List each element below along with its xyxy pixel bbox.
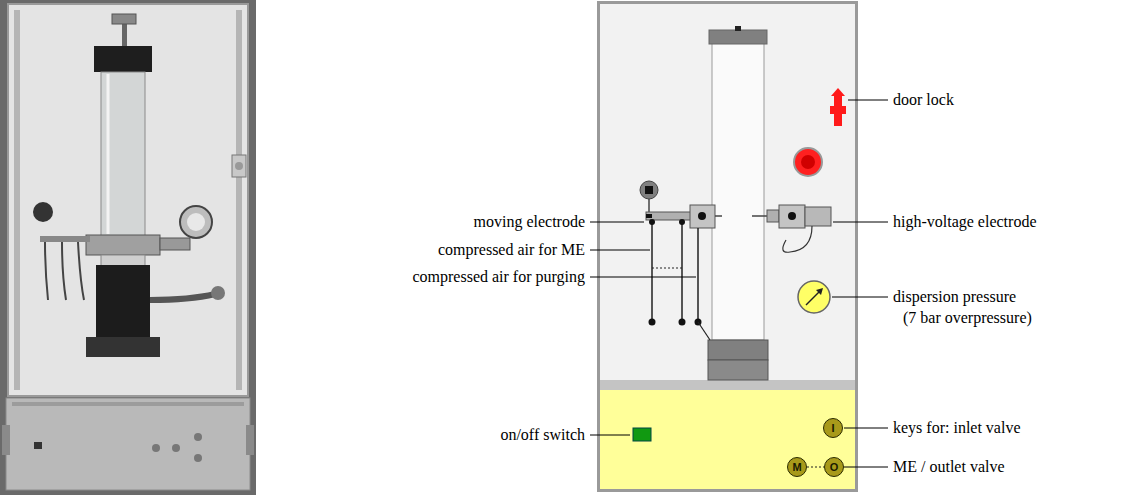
dotted-link [807, 467, 824, 468]
key-letter: O [830, 462, 839, 473]
part-label: dispersion pressure [893, 287, 1016, 307]
apparatus-photo [0, 0, 256, 495]
schematic [590, 3, 888, 491]
key-button: M [787, 457, 807, 477]
key-button: O [824, 457, 844, 477]
part-label: keys for: inlet valve [893, 418, 1021, 438]
key-letter: M [792, 462, 801, 473]
part-label: compressed air for ME [438, 240, 585, 260]
part-label: on/off switch [500, 425, 585, 445]
key-button: I [823, 418, 843, 438]
part-label: high-voltage electrode [893, 212, 1037, 232]
part-label: door lock [893, 90, 954, 110]
part-label: (7 bar overpressure) [903, 308, 1032, 328]
part-label: ME / outlet valve [893, 457, 1005, 477]
part-label: moving electrode [473, 212, 585, 232]
key-letter: I [831, 423, 834, 434]
part-label: compressed air for purging [412, 267, 585, 287]
